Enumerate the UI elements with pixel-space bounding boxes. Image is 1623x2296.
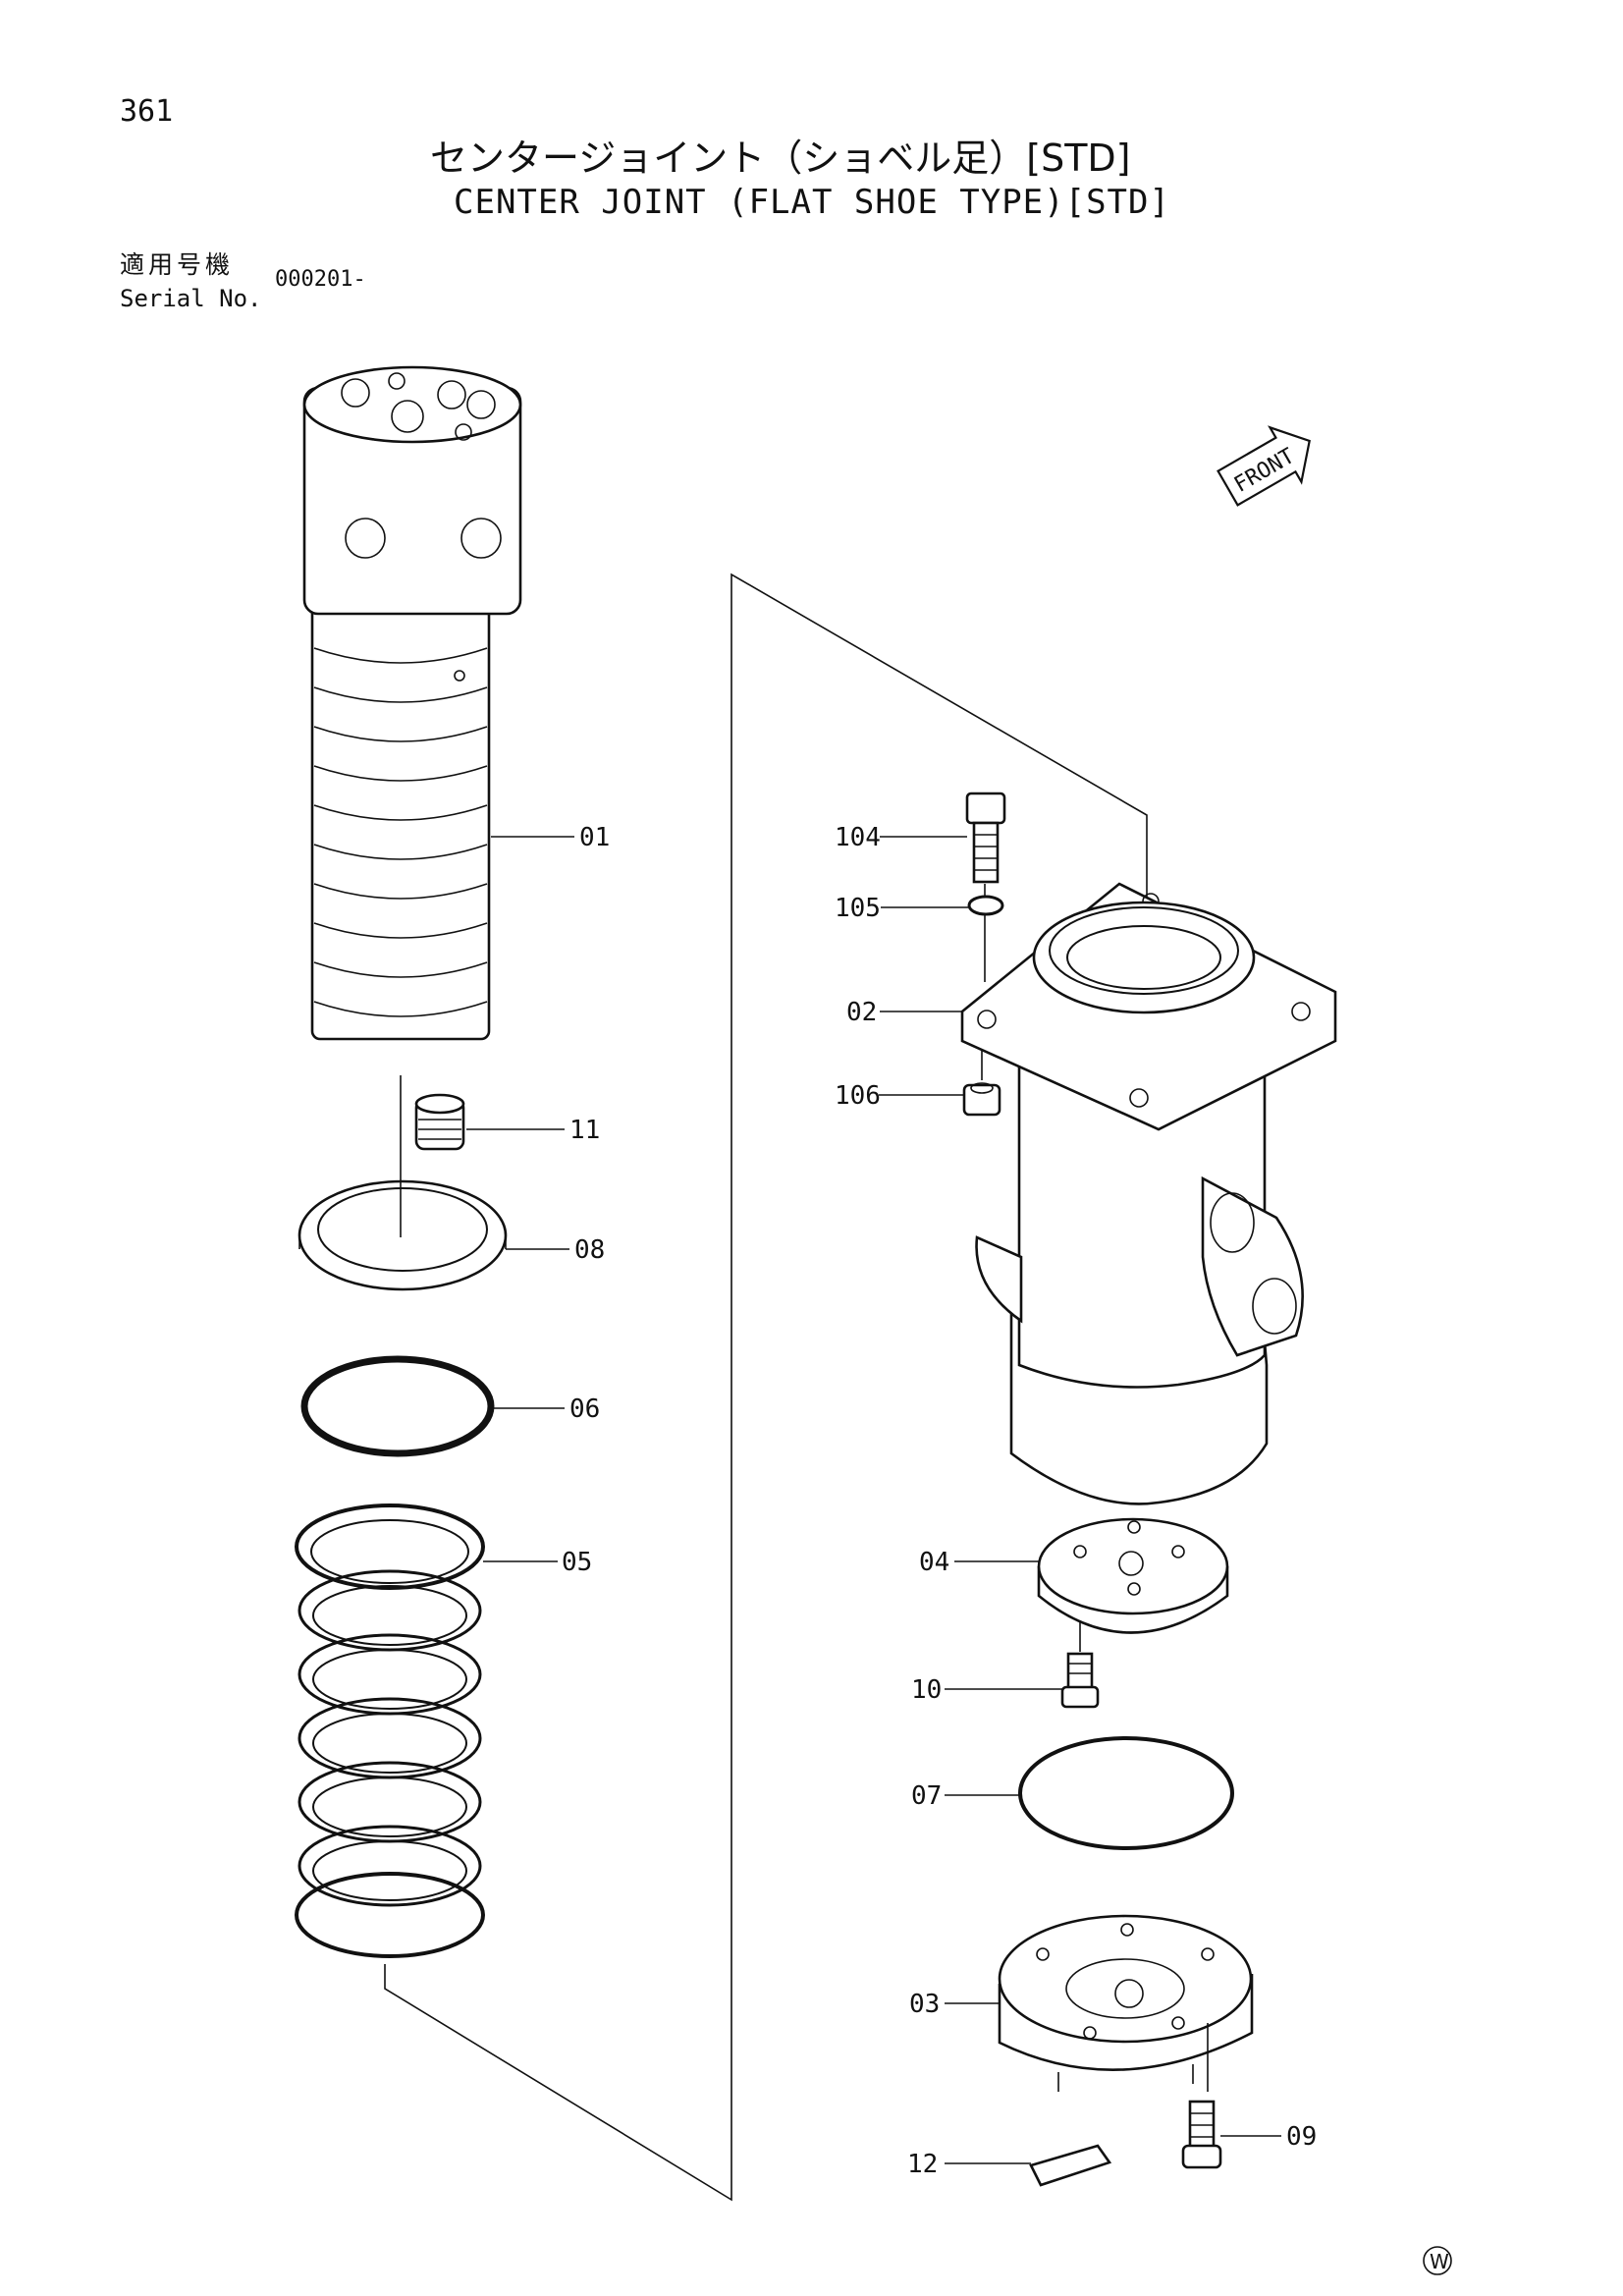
callout-10: 10: [911, 1675, 942, 1705]
callout-12: 12: [907, 2150, 938, 2179]
corner-mark: W: [1423, 2246, 1452, 2275]
callout-02: 02: [846, 998, 877, 1027]
part-02-housing: [960, 882, 1337, 1505]
serial-label: Serial No.: [120, 285, 262, 312]
callout-05: 05: [562, 1548, 592, 1577]
part-08-seal: [298, 1179, 508, 1291]
part-106-nut: [962, 1082, 1001, 1117]
callout-06: 06: [569, 1394, 600, 1424]
part-04-plate: [1037, 1517, 1229, 1634]
callout-03: 03: [909, 1990, 940, 2019]
callout-106: 106: [835, 1081, 881, 1111]
page-number: 361: [120, 94, 174, 129]
part-12-plate: [1029, 2144, 1112, 2187]
callout-11: 11: [569, 1116, 600, 1145]
callout-105: 105: [835, 894, 881, 923]
callout-104: 104: [835, 823, 881, 852]
part-06-o-ring: [300, 1355, 495, 1457]
part-03-cover: [998, 1914, 1254, 2092]
serial-label-japanese: 適用号機: [120, 250, 235, 279]
callout-04: 04: [919, 1548, 949, 1577]
part-11-plug: [414, 1093, 465, 1151]
part-105-washer: [967, 895, 1004, 916]
page-title-japanese: センタージョイント（ショベル足）[STD]: [430, 137, 1131, 180]
callout-08: 08: [574, 1235, 605, 1265]
part-09-bolt: [1181, 2023, 1222, 2169]
part-01-spindle: [302, 365, 522, 1041]
front-arrow-icon: FRONT: [1217, 425, 1311, 507]
serial-number-value: 000201-: [275, 267, 366, 292]
callout-09: 09: [1286, 2122, 1317, 2152]
part-07-o-ring: [1018, 1736, 1234, 1850]
part-104-bolt: [965, 792, 1006, 884]
page-title-english: CENTER JOINT (FLAT SHOE TYPE)[STD]: [454, 183, 1170, 222]
callout-01: 01: [579, 823, 610, 852]
leader-lines: [466, 836, 1281, 2164]
part-05-ring-stack: [295, 1503, 485, 1958]
corner-mark-letter: W: [1430, 2250, 1449, 2273]
assembly-lines: [384, 573, 1148, 2202]
part-10-screw: [1060, 1652, 1100, 1709]
callout-07: 07: [911, 1781, 942, 1811]
